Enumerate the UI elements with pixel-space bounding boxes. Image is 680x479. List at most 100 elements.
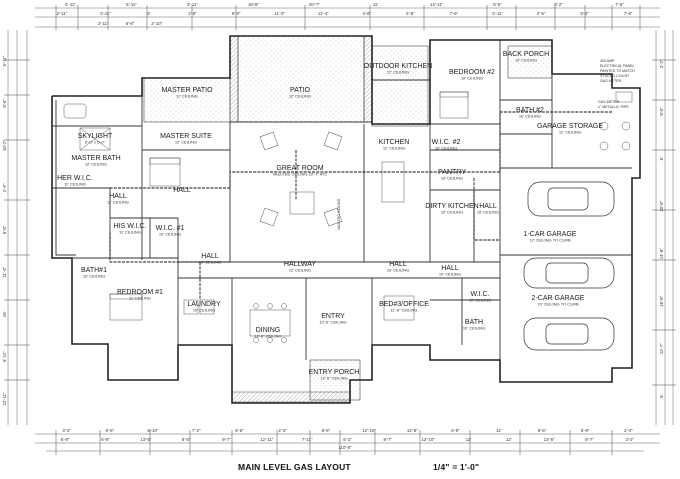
room-label-bedroom-2: BEDROOM #2: [449, 69, 495, 76]
room-label-hall-c: HALL: [201, 253, 219, 260]
room-label-outdoor-kitchen: OUTDOOR KITCHEN: [364, 63, 432, 70]
top-row-1-dim: 11': [373, 2, 378, 7]
room-label-wic-2: W.I.C. #2: [432, 139, 461, 146]
room-ceiling-patio: 12' CEILING: [289, 94, 311, 99]
room-ceiling-wic-1: 10' CEILING: [159, 232, 181, 237]
vaulted-ceiling-note: VAULTED CEILING: [337, 198, 341, 230]
room-label-master-suite: MASTER SUITE: [160, 133, 212, 140]
top-row-2-dim: 2'-5": [537, 11, 546, 16]
bottom-row-1-dim: 5'-8": [581, 428, 590, 433]
front-hatch: [231, 391, 351, 403]
bottom-row-1-dim: 8'-6": [235, 428, 244, 433]
room-ceiling-garage-storage: 12' CEILING: [559, 130, 581, 135]
bottom-row-2-dim: 8'-5": [182, 437, 191, 442]
top-row-1-dim: 14'-11": [430, 2, 443, 7]
room-ceiling-garage-1: 12' CEILING TO CURB: [529, 238, 571, 243]
room-label-bath-1: BATH#1: [81, 267, 107, 274]
room-ceiling-hall-c: 10' CEILING: [199, 260, 221, 265]
overall-width-dim: 110'-8": [338, 445, 351, 450]
room-label-bath-3: BATH: [465, 319, 483, 326]
room-ceiling-skylight: 6'-0" x 6'-0": [85, 140, 106, 145]
room-label-back-porch: BACK PORCH: [503, 51, 549, 58]
top-row-1-dim: 5'-11": [126, 2, 137, 7]
room-label-entry-porch: ENTRY PORCH: [309, 369, 360, 376]
room-ceiling-kitchen: 12' CEILING: [383, 146, 405, 151]
top-row-2-dim: 4'-6": [363, 11, 372, 16]
dimension-labels: 5'-11"5'-11"3'-11"18'-8"20'-7"11'14'-11"…: [2, 2, 664, 450]
room-ceiling-dirty-kitchen: 10' CEILING: [441, 210, 463, 215]
room-ceiling-pantry: 10' CEILING: [441, 176, 463, 181]
bottom-row-1-dim: 8'-6": [322, 428, 331, 433]
patio-column-left: [229, 35, 239, 123]
bottom-row-2-dim: 13'-5": [140, 437, 151, 442]
top-row-1-dim: 20'-7": [309, 2, 320, 7]
note-line-4: STUCCO COLOR: [600, 74, 629, 78]
bottom-row-2-dim: 6'-8": [101, 437, 110, 442]
right-dim: 6': [659, 157, 664, 160]
master-patio-slab: [143, 77, 231, 123]
drawing-scale: 1/4" = 1'-0": [433, 462, 480, 472]
bottom-row-1-dim: 12': [496, 428, 502, 433]
top-row-1-dim: 5'-5": [493, 2, 502, 7]
room-label-bed3-office: BED#3/OFFICE: [379, 301, 429, 308]
room-ceiling-bedroom-2: 10' CEILING: [461, 76, 483, 81]
room-label-her-wic: HER W.I.C.: [57, 175, 93, 182]
room-ceiling-outdoor-kitchen: 12' CEILING: [387, 70, 409, 75]
top-row-1-dim: 8'-2": [554, 2, 563, 7]
right-dim: 6': [659, 395, 664, 398]
bottom-row-1-dim: 7'-2": [192, 428, 201, 433]
right-dim: 12'-7": [659, 343, 664, 354]
right-dim: 14'-8": [659, 248, 664, 259]
room-ceiling-wic-3: 10' CEILING: [469, 298, 491, 303]
bottom-row-1-dim: 2'-4": [624, 428, 633, 433]
room-label-hall-a: HALL: [109, 193, 127, 200]
room-ceiling-bed3-office: 11'-6" CEILING: [390, 308, 417, 313]
bottom-row-2-dim: 12'-10": [422, 437, 436, 442]
room-label-hall-f: HALL: [173, 187, 191, 194]
room-ceiling-dining: 12'-6" CEILING: [254, 334, 281, 339]
left-dim: 6'-11": [2, 351, 7, 362]
patio-slab: [237, 35, 365, 123]
room-ceiling-entry-porch: 12'-6" CEILING: [320, 376, 347, 381]
top-row-2-dim: 11'-4": [318, 11, 329, 16]
room-label-patio: PATIO: [290, 87, 311, 94]
room-ceiling-hall-b: 10' CEILING: [477, 210, 499, 215]
bottom-row-2-dim: 3'-2": [626, 437, 635, 442]
gas-lines: [109, 111, 612, 300]
room-ceiling-wic-2: 10' CEILING: [435, 146, 457, 151]
top-row-3-dim: 6'-8": [126, 21, 135, 26]
room-label-wic-3: W.I.C.: [470, 291, 489, 298]
note-line-3: PAINTED TO MATCH: [600, 69, 635, 73]
top-row-2-dim: 2'-11": [100, 11, 111, 16]
top-row-2-dim: 2'-11": [56, 11, 67, 16]
bottom-row-1-dim: 2'-2": [278, 428, 287, 433]
bottom-row-1-dim: 9'-6": [106, 428, 115, 433]
bottom-row-2-dim: 8'-7": [585, 437, 594, 442]
room-label-hall-d: HALL: [389, 261, 407, 268]
top-row-2-dim: 7'-6": [624, 11, 633, 16]
bottom-row-1-dim: 12'-10": [362, 428, 376, 433]
right-dim: 3'-2": [659, 59, 664, 68]
bottom-row-1-dim: 6'-10": [148, 428, 159, 433]
gas-pipe-label: 1" METALLIC PIPE: [598, 105, 629, 109]
left-dim: 6'-8": [2, 225, 7, 234]
room-ceiling-great-room: VAULTED CEILING 22'-7" ATC: [273, 172, 328, 177]
fixtures: [63, 91, 633, 343]
outdoor-kitchen-slab: [371, 45, 429, 127]
room-label-skylight: SKYLIGHT: [78, 133, 113, 140]
room-label-garage-storage: GARAGE STORAGE: [537, 123, 603, 130]
top-row-1-dim: 5'-11": [65, 2, 76, 7]
bottom-row-2-dim: 13'-5": [544, 437, 555, 442]
room-label-hallway: HALLWAY: [284, 261, 316, 268]
right-dim: 8'-5": [659, 107, 664, 116]
bottom-row-1-dim: 3'-2": [62, 428, 71, 433]
top-row-2-dim: 2'-8": [188, 11, 197, 16]
room-label-garage-2: 2-CAR GARAGE: [532, 295, 585, 302]
room-ceiling-hall-d: 10' CEILING: [387, 268, 409, 273]
note-line-5: GAS METER: [600, 79, 622, 83]
room-label-great-room: GREAT ROOM: [276, 165, 323, 172]
bottom-row-2-dim: 6'-2": [343, 437, 352, 442]
room-label-entry: ENTRY: [321, 313, 345, 320]
